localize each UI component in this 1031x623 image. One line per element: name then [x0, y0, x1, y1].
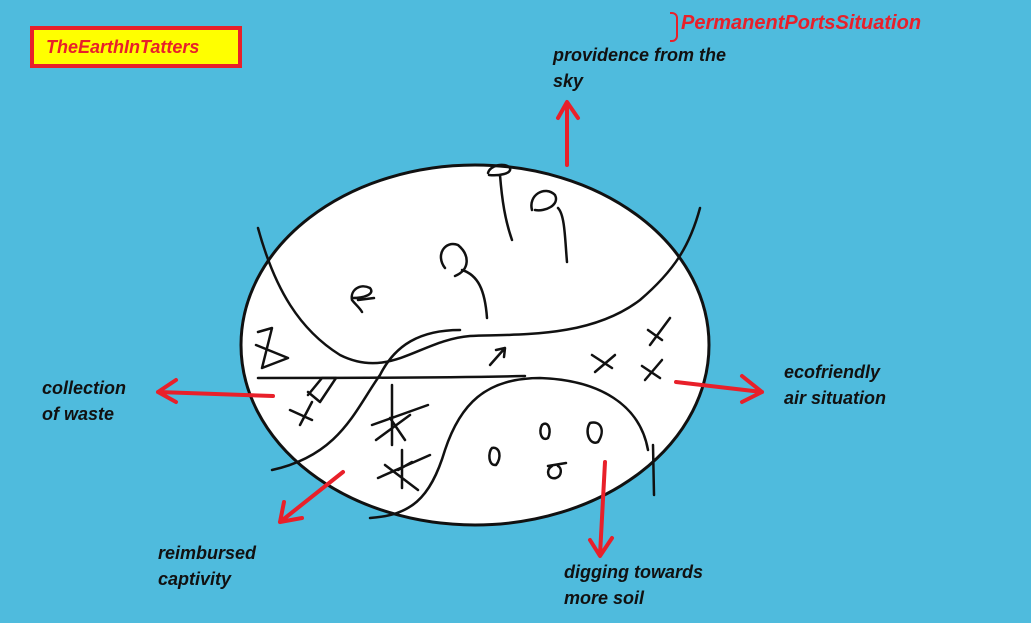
arrow-left: [156, 378, 275, 404]
region-line-lower-left: [270, 328, 462, 472]
label-collection: collection of waste: [42, 375, 126, 427]
subtitle-text: PermanentPortsSituation: [681, 12, 922, 34]
region-line-top-left: [256, 206, 702, 365]
bracket-mark: [670, 12, 678, 42]
label-ecofriendly: ecofriendly air situation: [784, 359, 886, 411]
star-doodle-1: [370, 383, 430, 447]
star-doodle-2: [376, 448, 432, 492]
waste-doodle-1: [254, 326, 290, 370]
arrow-up: [556, 100, 580, 167]
label-digging: digging towards more soil: [564, 559, 703, 611]
label-providence-line1: providence from the: [553, 45, 727, 65]
pebble-doodle-3: [488, 446, 501, 467]
label-providence: providence from the sky: [553, 42, 726, 94]
pebble-doodle-2: [586, 421, 603, 444]
small-arrow-doodle: [488, 346, 507, 367]
region-line-vertical-right: [651, 443, 656, 497]
pebble-doodle-4: [546, 461, 568, 480]
label-ecofriendly-line1: ecofriendly: [784, 362, 881, 382]
arrow-bottom-left: [278, 470, 345, 524]
earth-circle: [239, 163, 711, 527]
label-ecofriendly-line2: air situation: [784, 388, 887, 408]
label-collection-line1: collection: [42, 378, 127, 398]
waste-doodle-3: [288, 400, 314, 427]
tree-doodle-1: [486, 163, 514, 242]
flag-doodle: [350, 285, 376, 314]
label-collection-line2: of waste: [42, 404, 115, 424]
x-mark-3: [640, 358, 664, 382]
tree-doodle-2: [530, 189, 569, 264]
label-reimbursed: reimbursed captivity: [158, 540, 256, 592]
x-mark-2: [590, 353, 617, 374]
region-line-middle: [256, 374, 527, 380]
label-digging-line2: more soil: [564, 588, 645, 608]
label-providence-line2: sky: [553, 71, 584, 91]
waste-doodle-2: [306, 376, 338, 404]
region-line-lower: [368, 376, 650, 520]
label-digging-line1: digging towards: [564, 562, 703, 582]
arrow-right: [674, 374, 764, 404]
label-reimbursed-line2: captivity: [158, 569, 232, 589]
tree-doodle-3: [439, 242, 489, 320]
label-reimbursed-line1: reimbursed: [158, 543, 257, 563]
title-box: TheEarthInTatters: [30, 26, 242, 68]
x-mark-1: [646, 316, 672, 347]
arrow-bottom-right: [588, 460, 614, 558]
pebble-doodle-1: [539, 422, 551, 441]
subtitle: PermanentPortsSituation: [670, 12, 921, 42]
